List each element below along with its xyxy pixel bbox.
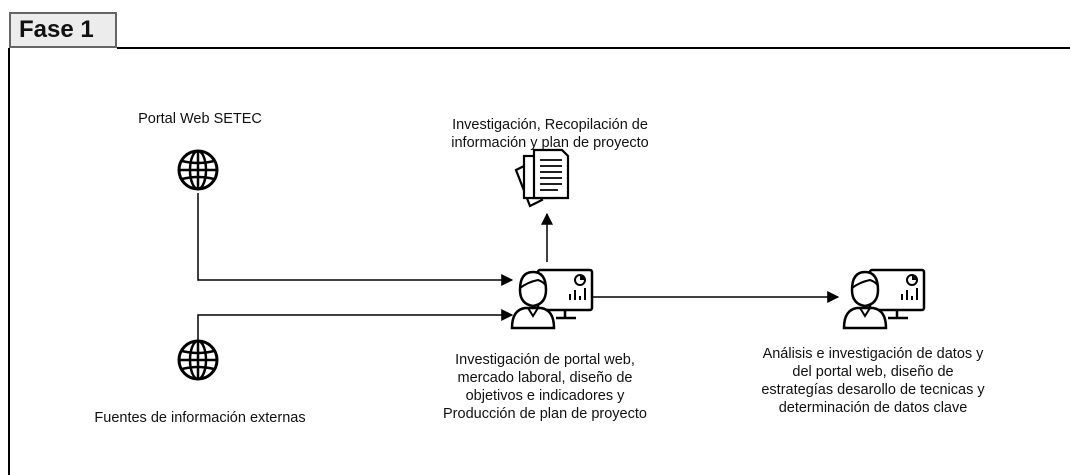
globe-icon [177,149,219,191]
globe-icon [177,339,219,381]
analyst-dashboard-icon [842,268,926,330]
source-web-label: Portal Web SETEC [138,111,262,127]
source-external-label: Fuentes de información externas [94,410,306,426]
step1-label: Investigación de portal web, mercado lab… [443,352,647,422]
step2-label: Análisis e investigación de datos y del … [761,346,985,416]
phase-tab: Fase 1 [9,12,117,48]
documents-icon [514,148,570,208]
analyst-dashboard-icon [510,268,594,330]
connector-web-to-step1 [197,193,514,286]
documents-label: Investigación, Recopilación de informaci… [451,117,649,151]
connector-external-to-step1 [197,309,514,340]
